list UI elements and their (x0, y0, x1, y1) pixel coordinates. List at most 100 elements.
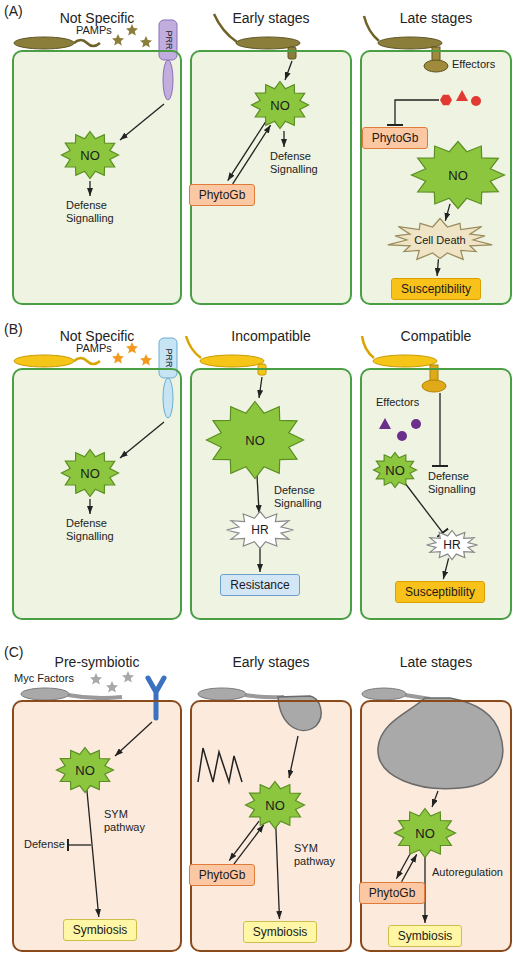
cell-fill (13, 369, 181, 619)
cell-fill (13, 51, 181, 304)
arrow-connector (229, 821, 259, 861)
annotation: Defense Signalling (270, 150, 332, 176)
pamps (112, 342, 152, 366)
outcome-box: Symbiosis (243, 921, 318, 943)
pamp (112, 34, 124, 46)
arrow-connector (228, 122, 266, 181)
flagellum (362, 336, 374, 358)
cell: Not SpecificNO (12, 50, 182, 305)
myc-factor (106, 681, 118, 693)
arbuscule (378, 698, 503, 789)
cell-fill (361, 51, 511, 304)
fungal-spore (198, 688, 246, 700)
arrow-connector (234, 825, 264, 865)
bacterium (14, 355, 100, 367)
myc-factor (122, 671, 134, 683)
effectors (379, 418, 421, 441)
arrow-connector (259, 547, 260, 572)
node-text: NO (245, 433, 265, 448)
arrow-connector (445, 204, 450, 221)
receptor-head (159, 338, 177, 378)
hypha (68, 695, 122, 698)
node-text: NO (75, 763, 95, 778)
cell-heading: Early stages (180, 10, 362, 26)
annotation: Effectors (452, 58, 495, 71)
hr-burst: HR (225, 510, 295, 550)
fungus (362, 688, 503, 789)
cell-death-burst: Cell Death (385, 217, 495, 263)
receptor-head (159, 20, 177, 60)
arrow-connector (402, 854, 417, 881)
annotation: Autoregulation (432, 866, 503, 879)
no-star: NO (60, 130, 120, 180)
penetration-peg (288, 47, 296, 59)
myc-factor (90, 673, 102, 685)
burst-outline (227, 512, 294, 549)
burst-outline (207, 402, 304, 479)
cell-heading: Not Specific (2, 328, 192, 344)
effector (471, 96, 481, 106)
cell-fill (361, 369, 511, 619)
bacterium-body (14, 355, 74, 367)
annotation: Defense Signalling (66, 199, 128, 225)
cell: Pre-symbioticNOSymbiosis (12, 700, 182, 952)
inhibition-line (69, 844, 91, 845)
no-star: NO (250, 80, 310, 130)
burst-outline (427, 531, 478, 560)
prr-receptor (159, 20, 177, 100)
signal-arrow (89, 181, 90, 196)
inhibition-bar (67, 839, 69, 851)
inhibition-bar (387, 124, 403, 126)
annotation: Effectors (376, 396, 419, 409)
bacterium-body (373, 355, 437, 367)
annotation: Defense Signalling (274, 484, 336, 510)
annotation: PAMPs (76, 342, 112, 355)
burst-outline (62, 132, 119, 179)
burst-outline (62, 450, 119, 497)
no-star: NO (410, 140, 506, 210)
phytogb-box: PhytoGb (189, 184, 256, 206)
node-text: Symbiosis (73, 923, 128, 937)
pamp (112, 352, 124, 364)
cell: Early stagesNOPhytoGbSymbiosis (190, 700, 352, 952)
flagellum (74, 358, 100, 364)
receptor (148, 678, 164, 718)
bacterium (362, 336, 446, 392)
fungal-spore (21, 688, 69, 700)
node-text: NO (265, 798, 285, 813)
cell-heading: Not Specific (2, 10, 192, 26)
haustorium (424, 60, 448, 72)
annotation: Defense Signalling (428, 470, 490, 496)
node-text: NO (385, 463, 405, 478)
flagellum (364, 16, 379, 41)
node-text: Susceptibility (401, 282, 471, 296)
burst-outline (388, 219, 492, 260)
cell: Late stagesPhytoGbNOCell DeathSusceptibi… (360, 50, 512, 305)
outcome-box: Symbiosis (63, 919, 138, 941)
node-text: PhytoGb (369, 886, 416, 900)
inhibition-line (439, 393, 440, 465)
outcome-box: Susceptibility (395, 581, 485, 603)
node-text: NO (80, 466, 100, 481)
panel-label: (B) (4, 321, 23, 337)
signal-arrow (283, 131, 284, 147)
panel-label: (C) (4, 644, 23, 660)
cell-heading: Late stages (350, 654, 520, 670)
node-text: PhytoGb (372, 131, 419, 145)
node-text: NO (448, 168, 468, 183)
node-text: NO (415, 826, 435, 841)
node-text: NO (270, 98, 290, 113)
effector (379, 418, 391, 429)
receptor-stalk (163, 378, 173, 418)
hr-burst: HR (425, 529, 479, 561)
effector (411, 419, 421, 429)
annotation: PAMPs (76, 24, 112, 37)
signal-arrow (289, 736, 298, 778)
cell: IncompatibleNOHRResistance (190, 368, 352, 620)
effector (456, 90, 468, 101)
arrow-connector (396, 852, 411, 879)
pamps (112, 24, 152, 48)
fungus (21, 688, 122, 700)
node-text: Symbiosis (398, 929, 453, 943)
signal-arrow (89, 499, 90, 514)
